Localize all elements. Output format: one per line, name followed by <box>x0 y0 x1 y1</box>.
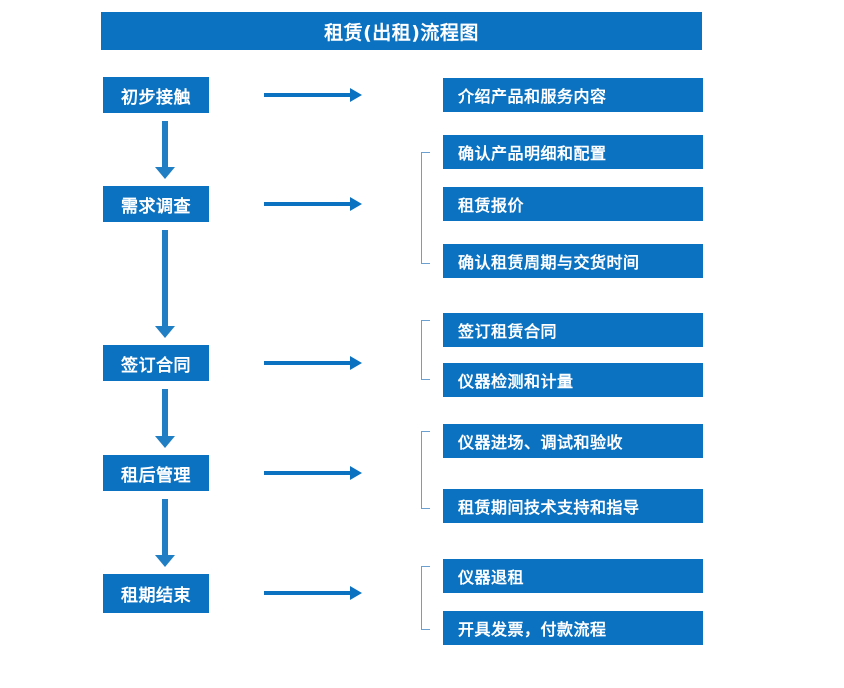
arrow-head <box>350 88 362 102</box>
horizontal-arrow-4 <box>264 466 362 480</box>
horizontal-arrow-5 <box>264 586 362 600</box>
arrow-head <box>155 326 175 338</box>
arrow-shaft <box>162 389 168 436</box>
arrow-head <box>155 167 175 179</box>
stage-box-post-lease-management[interactable]: 租后管理 <box>103 455 209 491</box>
detail-box-instrument-entry-debug-acceptance[interactable]: 仪器进场、调试和验收 <box>443 424 703 458</box>
detail-box-instrument-test-metering[interactable]: 仪器检测和计量 <box>443 363 703 397</box>
horizontal-arrow-1 <box>264 88 362 102</box>
vertical-arrow-3 <box>155 389 175 448</box>
arrow-shaft <box>264 93 352 97</box>
arrow-shaft <box>264 202 352 206</box>
group-bracket-requirement-survey <box>421 152 430 264</box>
arrow-head <box>350 197 362 211</box>
vertical-arrow-2 <box>155 230 175 338</box>
arrow-shaft <box>264 471 352 475</box>
arrow-head <box>350 586 362 600</box>
arrow-head <box>155 436 175 448</box>
arrow-shaft <box>264 591 352 595</box>
detail-box-confirm-product-details-config[interactable]: 确认产品明细和配置 <box>443 135 703 169</box>
vertical-arrow-1 <box>155 121 175 179</box>
arrow-head <box>155 555 175 567</box>
detail-box-confirm-lease-period-delivery[interactable]: 确认租赁周期与交货时间 <box>443 244 703 278</box>
arrow-shaft <box>162 499 168 555</box>
detail-box-introduce-products-services[interactable]: 介绍产品和服务内容 <box>443 78 703 112</box>
arrow-head <box>350 356 362 370</box>
page-title: 租赁(出租)流程图 <box>101 12 702 50</box>
arrow-shaft <box>264 361 352 365</box>
detail-box-invoice-payment-process[interactable]: 开具发票，付款流程 <box>443 611 703 645</box>
arrow-shaft <box>162 121 168 167</box>
detail-box-lease-quotation[interactable]: 租赁报价 <box>443 187 703 221</box>
detail-box-instrument-return[interactable]: 仪器退租 <box>443 559 703 593</box>
arrow-shaft <box>162 230 168 326</box>
horizontal-arrow-3 <box>264 356 362 370</box>
horizontal-arrow-2 <box>264 197 362 211</box>
detail-box-sign-lease-contract[interactable]: 签订租赁合同 <box>443 313 703 347</box>
stage-box-sign-contract[interactable]: 签订合同 <box>103 345 209 381</box>
stage-box-requirement-survey[interactable]: 需求调查 <box>103 186 209 222</box>
detail-box-lease-period-tech-support[interactable]: 租赁期间技术支持和指导 <box>443 489 703 523</box>
vertical-arrow-4 <box>155 499 175 567</box>
group-bracket-sign-contract <box>421 320 430 380</box>
stage-box-lease-end[interactable]: 租期结束 <box>103 574 209 613</box>
stage-box-initial-contact[interactable]: 初步接触 <box>103 77 209 113</box>
arrow-head <box>350 466 362 480</box>
group-bracket-lease-end <box>421 566 430 630</box>
group-bracket-post-lease-management <box>421 431 430 509</box>
